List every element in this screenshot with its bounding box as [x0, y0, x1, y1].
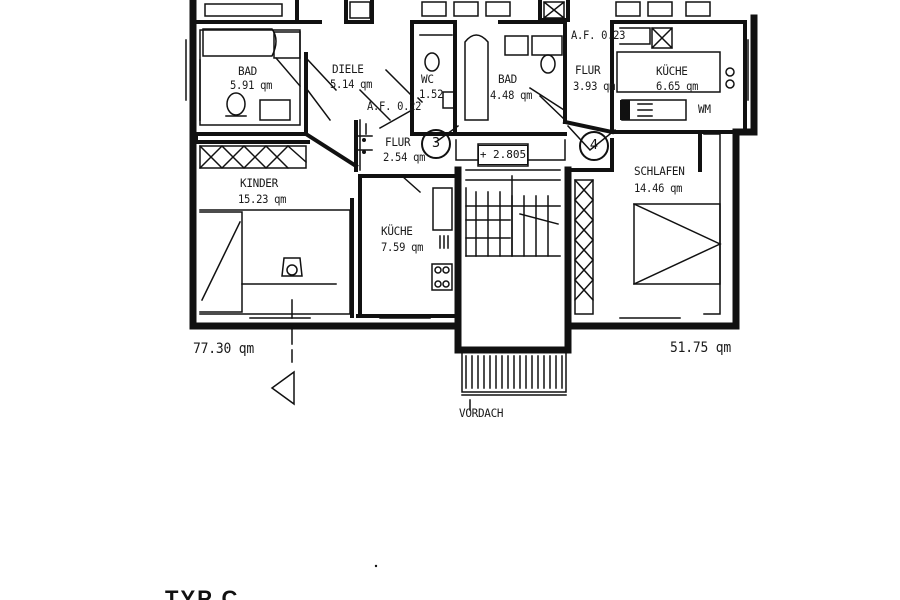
room-name-bad2: BAD [498, 72, 517, 87]
apartment-number-left: 3 [421, 129, 451, 159]
room-name-schlafen: SCHLAFEN [634, 164, 685, 179]
room-area-wc: 1.52 [419, 88, 444, 102]
annotation-wm: WM [698, 102, 711, 117]
room-area-bad2: 4.48 qm [490, 89, 533, 103]
room-name-wc: WC [421, 72, 434, 87]
thin-lines [185, 0, 755, 411]
apartment-number-right: 4 [579, 131, 609, 161]
interior-walls [191, 0, 747, 318]
room-area-flur-mid: 2.54 qm [383, 151, 426, 165]
room-name-kinder: KINDER [240, 176, 278, 191]
apartment-total-left: 77.30 qm [193, 341, 255, 358]
room-name-flur-mid: FLUR [385, 135, 411, 150]
room-area-kueche-mid: 7.59 qm [381, 241, 424, 255]
level-marker: + 2.805 [478, 145, 528, 165]
room-name-bad1: BAD [238, 64, 257, 79]
room-name-kueche-mid: KÜCHE [381, 224, 413, 239]
room-area-diele: 5.14 qm [330, 78, 373, 92]
apartment-total-right: 51.75 qm [670, 340, 732, 357]
annotation-af-left: A.F. 0.22 [367, 100, 422, 114]
annotation-vordach: VORDACH [459, 406, 504, 421]
exterior-walls [189, 0, 758, 354]
room-area-bad1: 5.91 qm [230, 79, 273, 93]
room-name-diele: DIELE [332, 62, 364, 77]
annotation-af-right: A.F. 0.23 [571, 29, 626, 43]
plan-type-title: TYP C [165, 588, 239, 600]
room-area-schlafen: 14.46 qm [634, 182, 683, 196]
room-name-flur-right: FLUR [575, 63, 601, 78]
room-name-kueche-right: KÜCHE [656, 64, 688, 79]
room-area-kinder: 15.23 qm [238, 193, 287, 207]
room-area-kueche-right: 6.65 qm [656, 80, 699, 94]
room-area-flur-right: 3.93 qm [573, 80, 616, 94]
